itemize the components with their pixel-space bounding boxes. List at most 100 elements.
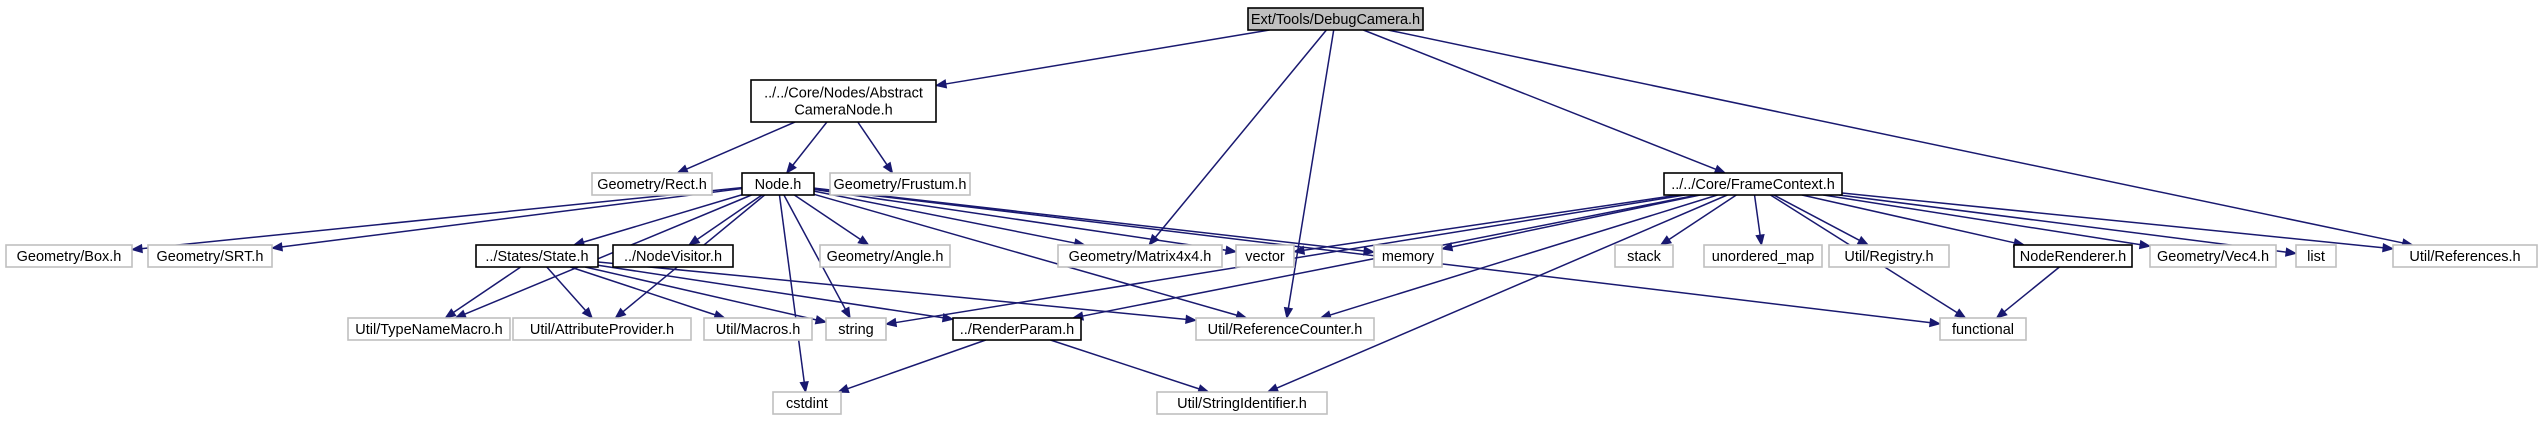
node-stack[interactable]: stack [1614, 244, 1674, 268]
node-registry[interactable]: Util/Registry.h [1828, 244, 1950, 268]
edge-line [1753, 194, 1761, 236]
node-framecontext[interactable]: ../../Core/FrameContext.h [1663, 172, 1843, 196]
edge-line [1773, 194, 1860, 241]
node-matrix[interactable]: Geometry/Matrix4x4.h [1057, 244, 1223, 268]
edge-line [1668, 194, 1737, 241]
node-typename[interactable]: Util/TypeNameMacro.h [347, 317, 511, 341]
node-box [347, 317, 511, 341]
node-list[interactable]: list [2295, 244, 2337, 268]
edge-node-to-angle [793, 194, 870, 246]
node-box [2295, 244, 2337, 268]
edge-debugcamera-to-references [1387, 29, 2414, 248]
node-renderparam[interactable]: ../RenderParam.h [952, 317, 1082, 341]
node-memory[interactable]: memory [1373, 244, 1443, 268]
node-rect[interactable]: Geometry/Rect.h [591, 172, 713, 196]
edge-line [1838, 194, 2287, 253]
arrowhead-icon [836, 384, 850, 393]
node-stringid[interactable]: Util/StringIdentifier.h [1156, 391, 1328, 415]
edge-node-to-memory [813, 187, 1376, 256]
node-functional[interactable]: functional [1939, 317, 2027, 341]
node-debugcamera[interactable]: Ext/Tools/DebugCamera.h [1247, 7, 1424, 31]
node-label: ../../Core/Nodes/Abstract [764, 86, 923, 102]
edge-line [847, 339, 987, 390]
edge-line [1801, 194, 2015, 244]
edge-framecontext-to-unordered [1753, 194, 1765, 247]
node-refcounter[interactable]: Util/ReferenceCounter.h [1195, 317, 1375, 341]
node-state[interactable]: ../States/State.h [475, 244, 599, 268]
node-noderenderer[interactable]: NodeRenderer.h [2013, 244, 2133, 268]
node-macros[interactable]: Util/Macros.h [703, 317, 813, 341]
arrowhead-icon [1995, 307, 2008, 319]
node-attribute[interactable]: Util/AttributeProvider.h [512, 317, 692, 341]
edge-line [1451, 194, 1701, 248]
arrowhead-icon [2284, 247, 2298, 257]
edge-framecontext-to-vec4 [1823, 194, 2152, 250]
nodes-layer: Ext/Tools/DebugCamera.h ../../Core/Nodes/… [5, 7, 2538, 415]
node-box[interactable]: Geometry/Box.h [5, 244, 133, 268]
node-node[interactable]: Node.h [741, 172, 815, 196]
edge-line [1823, 194, 2141, 246]
node-nodevisitor[interactable]: ../NodeVisitor.h [612, 244, 734, 268]
edge-node-to-vector [813, 188, 1238, 255]
node-label: stack [1627, 249, 1662, 265]
node-box [5, 244, 133, 268]
node-label: Util/TypeNameMacro.h [355, 322, 502, 338]
node-angle[interactable]: Geometry/Angle.h [819, 244, 951, 268]
edge-node-to-box [130, 186, 743, 254]
node-box [703, 317, 813, 341]
edge-line [281, 187, 743, 248]
edge-abstractcamera-to-frustum [857, 121, 894, 175]
node-label: Util/AttributeProvider.h [530, 322, 674, 338]
arrowhead-icon [1440, 242, 1454, 252]
node-box [1373, 244, 1443, 268]
edge-line [792, 121, 828, 166]
edge-state-to-macros [570, 266, 726, 320]
edge-line [813, 193, 1238, 316]
arrowhead-icon [2382, 242, 2395, 253]
node-srt[interactable]: Geometry/SRT.h [147, 244, 273, 268]
arrowhead-icon [676, 164, 689, 174]
edge-line [1303, 194, 1679, 252]
node-vector[interactable]: vector [1235, 244, 1295, 268]
edge-node-to-nodevisitor [687, 194, 763, 246]
edge-state-to-refcounter [597, 261, 1198, 325]
node-box [475, 244, 599, 268]
arrowhead-icon [454, 309, 467, 319]
arrowhead-icon [130, 243, 143, 254]
node-box [1614, 244, 1674, 268]
node-unordered[interactable]: unordered_map [1703, 244, 1823, 268]
edge-line [1276, 194, 1728, 389]
edge-line [813, 187, 1931, 324]
node-label: ../../Core/FrameContext.h [1671, 177, 1835, 193]
edge-renderparam-to-stringid [1050, 339, 1210, 394]
edge-line [597, 264, 944, 319]
edge-state-to-typename [444, 266, 522, 319]
node-references[interactable]: Util/References.h [2392, 244, 2538, 268]
node-string[interactable]: string [825, 317, 887, 341]
edge-line [813, 188, 1227, 251]
arrowhead-icon [785, 161, 797, 175]
node-label: cstdint [786, 396, 828, 412]
node-box [1247, 7, 1424, 31]
edge-debugcamera-to-abstractcamera [934, 29, 1270, 89]
edge-framecontext-to-stack [1659, 194, 1737, 246]
edge-debugcamera-to-refcounter [1283, 29, 1335, 320]
node-label: vector [1245, 249, 1285, 265]
node-frustum[interactable]: Geometry/Frustum.h [829, 172, 971, 196]
node-box [512, 317, 692, 341]
node-vec4[interactable]: Geometry/Vec4.h [2149, 244, 2277, 268]
edge-noderenderer-to-functional [1995, 266, 2060, 319]
edge-line [453, 266, 522, 314]
edge-node-to-srt [270, 187, 743, 252]
node-cstdint[interactable]: cstdint [772, 391, 842, 415]
edge-line [597, 261, 1187, 321]
node-label: unordered_map [1712, 249, 1814, 265]
arrowhead-icon [270, 242, 284, 252]
arrowhead-icon [1856, 235, 1870, 246]
arrowhead-icon [814, 315, 828, 325]
edge-framecontext-to-vector [1292, 194, 1679, 255]
edge-line [1329, 194, 1718, 316]
node-label: CameraNode.h [794, 103, 892, 119]
edge-line [1363, 29, 1717, 171]
